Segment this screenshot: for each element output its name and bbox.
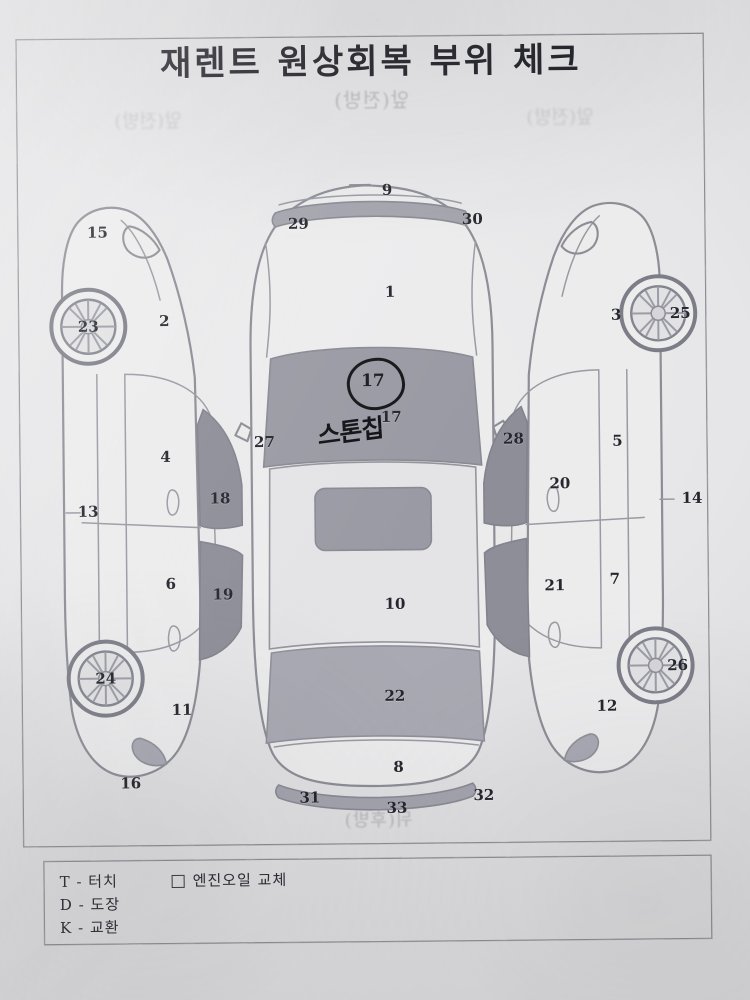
- car-top-view: [234, 183, 511, 811]
- zone-number-9[interactable]: 9: [381, 180, 393, 199]
- legend-codes: T - 터치 D - 도장 K - 교환: [60, 870, 121, 940]
- zone-number-20[interactable]: 20: [549, 474, 571, 493]
- zone-number-1[interactable]: 1: [384, 282, 396, 301]
- left-front-door-glass: [196, 408, 244, 530]
- zone-number-7[interactable]: 7: [609, 569, 621, 588]
- sunroof-glass: [314, 486, 433, 552]
- car-right-side-view: [483, 201, 698, 774]
- zone-number-31[interactable]: 31: [299, 788, 321, 807]
- zone-number-27[interactable]: 27: [253, 432, 275, 452]
- legend-row-replace: K - 교환: [60, 918, 120, 938]
- zone-number-4[interactable]: 4: [160, 447, 171, 467]
- right-headlamp-shape: [560, 220, 599, 255]
- legend-frame: [43, 854, 713, 946]
- left-taillamp-shape: [131, 737, 168, 767]
- zone-number-26[interactable]: 26: [667, 656, 689, 675]
- zone-number-6[interactable]: 6: [165, 574, 177, 594]
- front-bumper-shape: [271, 200, 470, 228]
- zone-number-33[interactable]: 33: [386, 798, 408, 817]
- left-mirror-shape: [234, 422, 253, 443]
- engine-oil-change-option[interactable]: 엔진오일 교체: [171, 869, 288, 893]
- right-rear-wheel: [616, 626, 695, 705]
- engine-oil-checkbox[interactable]: [171, 874, 185, 888]
- zone-number-10[interactable]: 10: [384, 594, 406, 613]
- zone-number-2[interactable]: 2: [158, 311, 170, 331]
- zone-number-18[interactable]: 18: [209, 489, 231, 508]
- left-headlamp-shape: [122, 225, 161, 259]
- zone-number-23[interactable]: 23: [77, 317, 99, 336]
- engine-oil-label: 엔진오일 교체: [192, 870, 288, 890]
- zone-number-17[interactable]: 17: [380, 407, 402, 426]
- car-left-side-view: [49, 206, 244, 778]
- legend-row-touch: T - 터치: [59, 872, 118, 892]
- zone-number-25[interactable]: 25: [669, 303, 691, 323]
- left-rear-door-glass: [198, 540, 244, 661]
- windshield-glass: [262, 346, 483, 468]
- zone-number-24[interactable]: 24: [95, 669, 117, 688]
- rear-bumper-shape: [274, 782, 477, 811]
- zone-number-13[interactable]: 13: [77, 502, 99, 521]
- zone-number-19[interactable]: 19: [212, 585, 234, 604]
- zone-number-14[interactable]: 14: [681, 488, 703, 508]
- zone-number-12[interactable]: 12: [596, 696, 618, 715]
- right-front-door-glass: [483, 405, 529, 527]
- zone-number-22[interactable]: 22: [384, 686, 406, 705]
- right-rear-door-glass: [483, 537, 531, 658]
- zone-number-5[interactable]: 5: [612, 431, 623, 450]
- left-front-wheel: [49, 287, 128, 366]
- zone-number-15[interactable]: 15: [86, 223, 108, 242]
- zone-number-28[interactable]: 28: [502, 429, 524, 448]
- legend-row-paint: D - 도장: [59, 895, 121, 915]
- car-diagram: .ol{fill:none;stroke:#8d8d96;stroke-widt…: [16, 33, 710, 846]
- zone-number-21[interactable]: 21: [544, 576, 566, 595]
- handwritten-circled-number: 17: [360, 370, 385, 392]
- left-rear-wheel: [66, 639, 145, 718]
- zone-number-32[interactable]: 32: [473, 785, 495, 805]
- zone-number-30[interactable]: 30: [461, 209, 483, 229]
- right-front-wheel: [619, 274, 698, 353]
- zone-number-3[interactable]: 3: [610, 305, 622, 324]
- zone-number-8[interactable]: 8: [393, 757, 404, 776]
- zone-number-11[interactable]: 11: [171, 700, 193, 719]
- zone-number-16[interactable]: 16: [120, 774, 142, 793]
- zone-number-29[interactable]: 29: [287, 214, 309, 233]
- right-taillamp-shape: [563, 733, 600, 763]
- rear-window-glass: [265, 645, 486, 744]
